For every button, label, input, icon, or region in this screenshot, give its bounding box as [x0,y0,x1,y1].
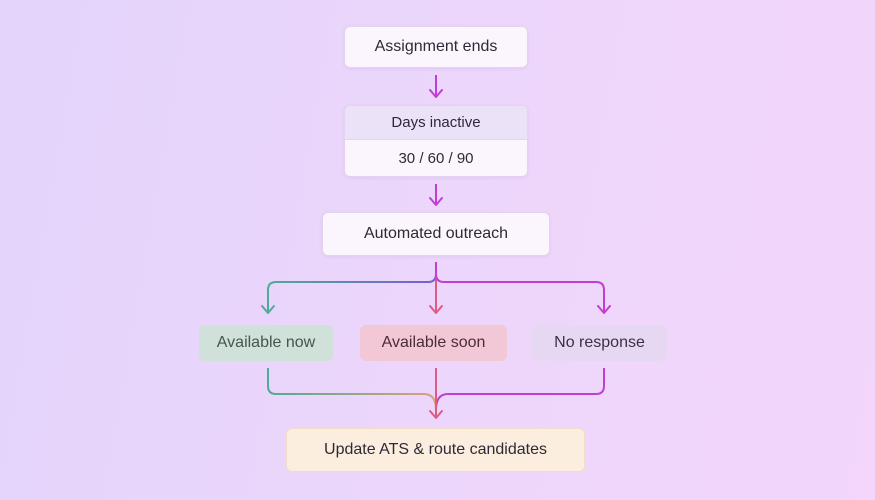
branch-to-available-now [261,262,437,314]
available-soon-node: Available soon [360,325,507,361]
branch-to-no-response [435,262,611,314]
assignment-ends-node: Assignment ends [344,26,528,68]
available-now-node: Available now [199,325,333,361]
days-inactive-body: 30 / 60 / 90 [345,140,527,176]
update-ats-node: Update ATS & route candidates [286,428,585,472]
merge-from-no-response [435,368,605,411]
days-inactive-title: Days inactive [391,114,481,131]
days-inactive-node: Days inactive 30 / 60 / 90 [344,105,528,177]
available-soon-label: Available soon [381,334,486,351]
automated-outreach-node: Automated outreach [322,212,550,256]
update-ats-label: Update ATS & route candidates [324,441,547,458]
arrow-days-to-outreach [429,184,443,206]
arrow-ends-to-days [429,75,443,98]
merge-from-available-now [267,368,437,411]
assignment-ends-label: Assignment ends [374,38,498,55]
no-response-node: No response [532,325,667,361]
no-response-label: No response [554,334,645,351]
available-now-label: Available now [216,334,316,351]
days-inactive-header: Days inactive [345,106,527,140]
automated-outreach-label: Automated outreach [363,225,509,242]
days-inactive-values: 30 / 60 / 90 [398,150,474,167]
merge-from-available-soon [429,368,443,419]
